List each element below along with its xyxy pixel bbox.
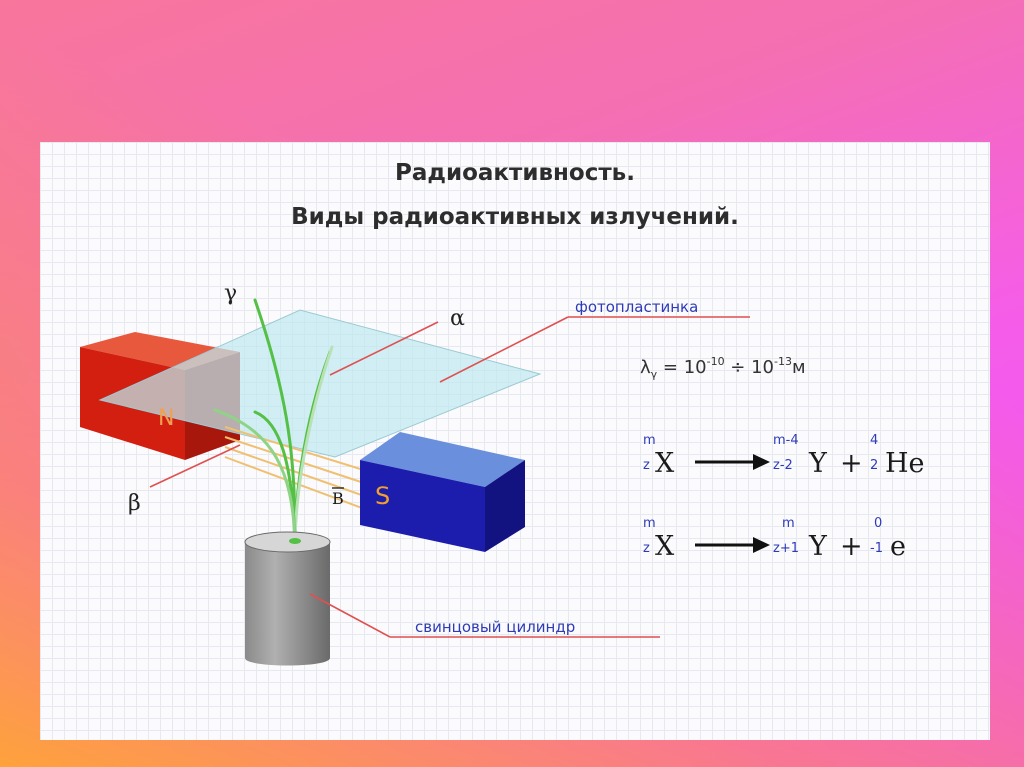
magnetic-field-label: B [332,489,344,508]
svg-text:e: e [890,531,906,562]
svg-text:m: m [643,433,656,448]
svg-text:4: 4 [870,433,878,448]
svg-text:-1: -1 [870,541,883,556]
alpha-decay-equation: m z X m-4 z-2 Y + 4 2 He [643,433,925,479]
south-magnet [360,432,525,552]
south-label: S [375,482,390,510]
svg-text:X: X [655,448,675,479]
svg-text:Y: Y [808,448,828,479]
slide-title: Радиоактивность. [395,160,635,186]
svg-text:z: z [643,541,650,556]
svg-text:X: X [655,531,675,562]
svg-text:z: z [643,458,650,473]
alpha-label: α [450,306,465,331]
gamma-label: γ [224,281,237,306]
svg-text:He: He [885,448,925,479]
svg-text:z+1: z+1 [773,541,799,556]
svg-text:m: m [782,516,795,531]
lead-cylinder-label: свинцовый цилиндр [415,618,575,636]
north-label: N [158,406,174,431]
svg-text:m-4: m-4 [773,433,799,448]
reaction-arrow-icon [695,537,770,553]
svg-text:2: 2 [870,458,878,473]
lead-cylinder [244,531,331,666]
slide-subtitle: Виды радиоактивных излучений. [291,204,739,230]
svg-text:+: + [840,531,863,562]
radioactivity-diagram: γ α β N S B фотопластинка свинцовый цили… [80,281,925,666]
svg-text:0: 0 [874,516,882,531]
beta-label: β [128,491,141,516]
label-pointer-lines [149,316,750,638]
svg-text:z-2: z-2 [773,458,793,473]
svg-text:Y: Y [808,531,828,562]
radiation-rays [213,298,334,542]
beta-decay-equation: m z X m z+1 Y + 0 -1 e [643,516,906,562]
svg-text:m: m [643,516,656,531]
svg-text:+: + [840,448,863,479]
photoplate-label: фотопластинка [575,298,698,316]
reaction-arrow-icon [695,454,770,470]
slide-content: Радиоактивность. Виды радиоактивных излу… [40,142,990,740]
wavelength-formula: λγ = 10-10 ÷ 10-13м [640,355,806,381]
